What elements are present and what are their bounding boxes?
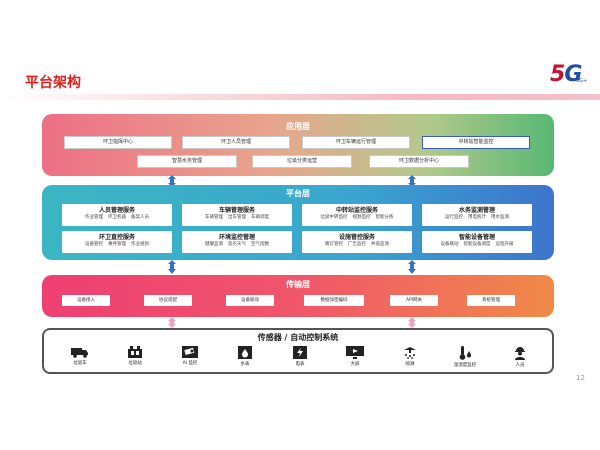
platform-card-item: 健康监测 (205, 242, 223, 247)
platform-card-item: 备案人员 (131, 215, 149, 220)
platform-card: 水务监测管理 运行监控用电统计用水监测 (422, 204, 532, 226)
app-item: 垃圾分类运营 (252, 155, 352, 168)
transport-item: API网关 (390, 295, 438, 306)
platform-card-item: 出车管理 (228, 215, 246, 220)
sensor-item: AI 监控 (170, 346, 210, 366)
page-title: 平台架构 (25, 75, 81, 91)
platform-card: 车辆管理服务 车辆管理出车管理车辆调度 (182, 204, 292, 226)
platform-card-title: 人员管理服务 (98, 207, 135, 214)
platform-card-title: 水务监测管理 (458, 207, 495, 214)
platform-card-title: 智能设备管理 (458, 234, 495, 241)
app-item: 环卫人员管理 (182, 136, 290, 149)
platform-card-title: 环卫直控服务 (98, 234, 135, 241)
transport-item: 协议适配 (144, 295, 192, 306)
page-number: 12 (576, 374, 585, 382)
garbage-truck-icon (71, 348, 88, 358)
sensor-item: 垃圾车 (60, 346, 100, 366)
platform-layer-title: 平台层 (286, 189, 310, 198)
water-meter-icon (238, 346, 252, 359)
platform-card-item: 井盖监测 (371, 242, 389, 247)
platform-card-item: 恶劣天气 (228, 242, 246, 247)
platform-card-item: 视频监控 (352, 215, 371, 220)
logo-5g: 5G 5G+ (550, 62, 588, 87)
electric-meter-icon (293, 346, 307, 359)
platform-card-item: 作业管理 (85, 215, 103, 220)
transport-layer: 传输层 设备接入 协议适配 设备联动 数据加密编码 API网关 系统管理 (42, 275, 554, 317)
app-item: 环卫数据分析中心 (369, 155, 469, 168)
sensor-item: 大屏 (335, 346, 375, 367)
platform-card: 智能设备管理 设备联动智能设备调度远程升级 (422, 231, 532, 253)
platform-card: 中转站监控服务 垃圾中转监控视频监控智能分拣 (302, 204, 412, 226)
platform-card: 环卫直控服务 设备管控事件管理作业规划 (62, 231, 172, 253)
transport-item: 系统管理 (467, 295, 515, 306)
arrow-app-platform (168, 175, 416, 187)
platform-card-title: 中转站监控服务 (335, 207, 378, 214)
screen-icon (346, 346, 364, 359)
sensor-item: 温湿度监控 (445, 346, 485, 368)
platform-card-item: 智能设备调度 (463, 242, 491, 247)
platform-card: 设施管控服务 路灯管控广告监控井盖监测 (302, 231, 412, 253)
platform-card-item: 作业规划 (131, 242, 149, 247)
platform-card-item: 运行监控 (445, 215, 463, 220)
platform-card-item: 广告监控 (348, 242, 366, 247)
platform-card-item: 智能分拣 (375, 215, 394, 220)
platform-card-item: 用水监测 (491, 215, 509, 220)
sensor-item: 电表 (280, 346, 320, 367)
app-item: 环卫车辆运行管理 (302, 136, 410, 149)
platform-card-title: 车辆管理服务 (218, 207, 255, 214)
transport-layer-title: 传输层 (286, 280, 310, 289)
camera-icon (182, 346, 198, 358)
sensor-item: 喷淋 (390, 346, 430, 367)
app-item: 环卫指挥中心 (64, 136, 172, 149)
app-item: 中转站智能监控 (422, 136, 530, 149)
thermometer-icon (459, 346, 471, 360)
platform-card: 人员管理服务 作业管理环卫机器备案人员 (62, 204, 172, 226)
sensor-layer-title: 传感器 / 自动控制系统 (257, 333, 339, 342)
app-item: 智慧水务管理 (137, 155, 237, 168)
sensor-layer: 传感器 / 自动控制系统 垃圾车 垃圾站 AI 监控 水表 电表 大屏 喷淋 温… (42, 328, 554, 374)
platform-card: 环境监控管理 健康监测恶劣天气空气指数 (182, 231, 292, 253)
platform-card-item: 事件管理 (108, 242, 126, 247)
platform-card-item: 车辆管理 (205, 215, 223, 220)
garbage-station-icon (128, 346, 142, 358)
platform-card-item: 垃圾中转监控 (320, 215, 348, 220)
transport-item: 设备接入 (62, 295, 110, 306)
platform-card-item: 远程升级 (495, 242, 514, 247)
transport-item: 数据加密编码 (304, 295, 364, 306)
platform-card-title: 设施管控服务 (338, 234, 375, 241)
arrow-platform-transport (168, 260, 416, 274)
header-band (0, 94, 600, 100)
sensor-item: 人员 (500, 346, 540, 368)
platform-layer: 平台层 人员管理服务 作业管理环卫机器备案人员 车辆管理服务 车辆管理出车管理车… (42, 185, 554, 260)
platform-card-item: 设备联动 (440, 242, 459, 247)
platform-card-item: 路灯管控 (325, 242, 343, 247)
platform-card-title: 环境监控管理 (218, 234, 255, 241)
application-layer: 应用层 环卫指挥中心 环卫人员管理 环卫车辆运行管理 中转站智能监控 智慧水务管… (42, 114, 554, 176)
platform-card-item: 空气指数 (251, 242, 269, 247)
sensor-item: 水表 (225, 346, 265, 367)
transport-item: 设备联动 (226, 295, 274, 306)
person-icon (515, 347, 525, 360)
arrow-transport-sensor (168, 317, 416, 328)
platform-card-item: 环卫机器 (108, 215, 126, 220)
sprinkler-icon (404, 347, 416, 359)
platform-card-item: 车辆调度 (251, 215, 269, 220)
platform-card-item: 用电统计 (468, 215, 486, 220)
application-layer-title: 应用层 (286, 122, 310, 131)
platform-card-item: 设备管控 (85, 242, 103, 247)
sensor-item: 垃圾站 (115, 346, 155, 366)
